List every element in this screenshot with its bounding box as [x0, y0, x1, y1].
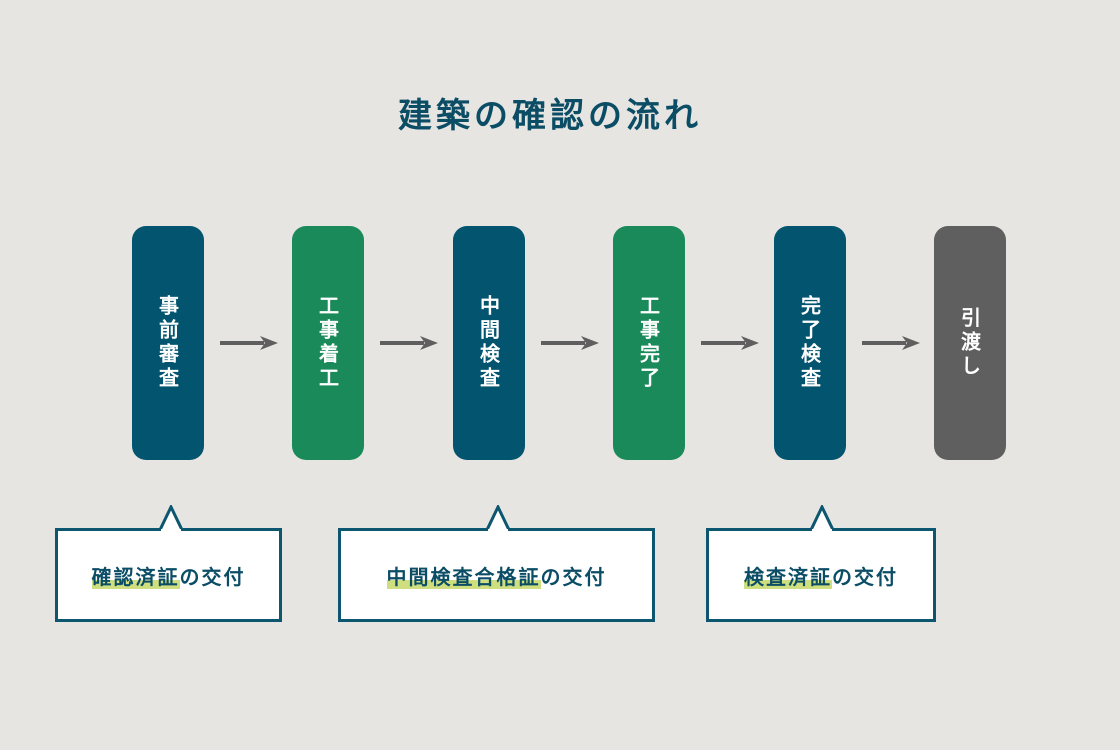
- step-label: 工事着工: [315, 295, 340, 391]
- step-label: 完了検査: [797, 295, 822, 391]
- step-interim-inspection: 中間検査: [453, 226, 525, 460]
- step-label: 工事完了: [636, 295, 661, 391]
- callout-interim-certificate: 中間検査合格証の交付: [338, 505, 655, 622]
- step-construction-complete: 工事完了: [613, 226, 685, 460]
- callout-highlight: 検査済証: [744, 564, 832, 589]
- callout-text: の交付: [540, 564, 607, 589]
- callout-tail: [159, 505, 183, 531]
- callout-highlight: 中間検査合格証: [386, 564, 541, 589]
- callout-inspection-certificate: 検査済証の交付: [706, 505, 936, 622]
- arrow-right-icon: [701, 336, 759, 350]
- callout-text: の交付: [179, 564, 246, 589]
- arrow-right-icon: [220, 336, 278, 350]
- callout-highlight: 確認済証: [91, 564, 180, 589]
- step-label: 引渡し: [957, 307, 982, 379]
- step-pre-review: 事前審査: [132, 226, 204, 460]
- step-construction-start: 工事着工: [292, 226, 364, 460]
- step-handover: 引渡し: [934, 226, 1006, 460]
- callout-tail: [810, 505, 834, 531]
- arrow-right-icon: [380, 336, 438, 350]
- arrow-right-icon: [541, 336, 599, 350]
- step-label: 事前審査: [155, 295, 180, 391]
- diagram-title: 建築の確認の流れ: [398, 96, 702, 136]
- callout-tail: [486, 505, 510, 531]
- step-completion-inspection: 完了検査: [774, 226, 846, 460]
- callout-confirmation-certificate: 確認済証の交付: [55, 505, 282, 622]
- step-label: 中間検査: [476, 295, 501, 391]
- arrow-right-icon: [862, 336, 920, 350]
- callout-text: の交付: [832, 564, 898, 589]
